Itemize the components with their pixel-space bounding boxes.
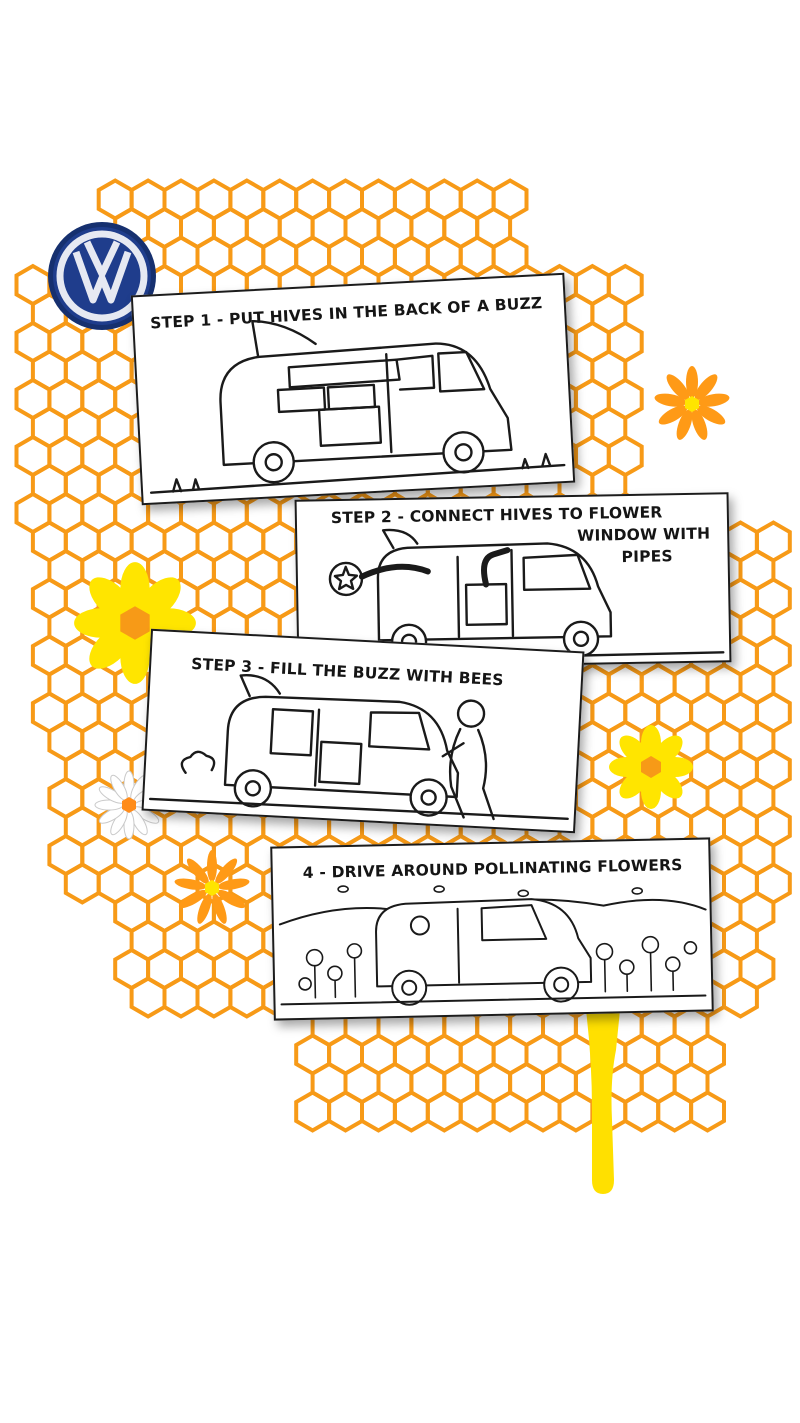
honey-drip-icon bbox=[586, 1010, 620, 1194]
honeycomb-cell bbox=[722, 976, 759, 1019]
van-with-hives-icon bbox=[149, 319, 566, 494]
beekeeper-van-icon bbox=[148, 674, 569, 821]
step-1-card: STEP 1 - PUT HIVES IN THE BACK OF A BUZZ bbox=[130, 272, 576, 506]
van-in-flower-field-icon bbox=[278, 885, 707, 1006]
honeycomb-cell bbox=[524, 1090, 562, 1133]
honeycomb-cell bbox=[63, 862, 101, 905]
step-3-card: STEP 3 - FILL THE BUZZ WITH BEES bbox=[141, 628, 585, 834]
honeycomb-cell bbox=[360, 1090, 397, 1133]
honeycomb-cell bbox=[425, 1090, 463, 1133]
honeycomb-cell bbox=[458, 1090, 496, 1133]
honeycomb-cell bbox=[294, 1090, 332, 1133]
white-daisy-icon bbox=[94, 770, 164, 840]
volkswagen-logo-icon bbox=[48, 222, 156, 330]
yellow-flower-small-icon bbox=[609, 725, 693, 809]
honeycomb-cell bbox=[228, 976, 266, 1019]
step-4-card: 4 - DRIVE AROUND POLLINATING FLOWERS bbox=[270, 837, 714, 1021]
honeycomb-cell bbox=[623, 1090, 661, 1133]
orange-flower-small-icon bbox=[174, 850, 250, 924]
honeycomb-cell bbox=[129, 976, 167, 1019]
orange-flower-icon bbox=[654, 366, 730, 440]
honeycomb-cell bbox=[656, 1090, 694, 1133]
yellow-flower-icon bbox=[74, 562, 196, 684]
honeycomb-cell bbox=[195, 976, 233, 1019]
honeycomb-cell bbox=[689, 1090, 726, 1133]
honeycomb-cell bbox=[392, 1090, 430, 1133]
honeycomb-cell bbox=[162, 976, 200, 1019]
honeycomb-cell bbox=[327, 1090, 364, 1133]
honeycomb-cell bbox=[491, 1090, 529, 1133]
